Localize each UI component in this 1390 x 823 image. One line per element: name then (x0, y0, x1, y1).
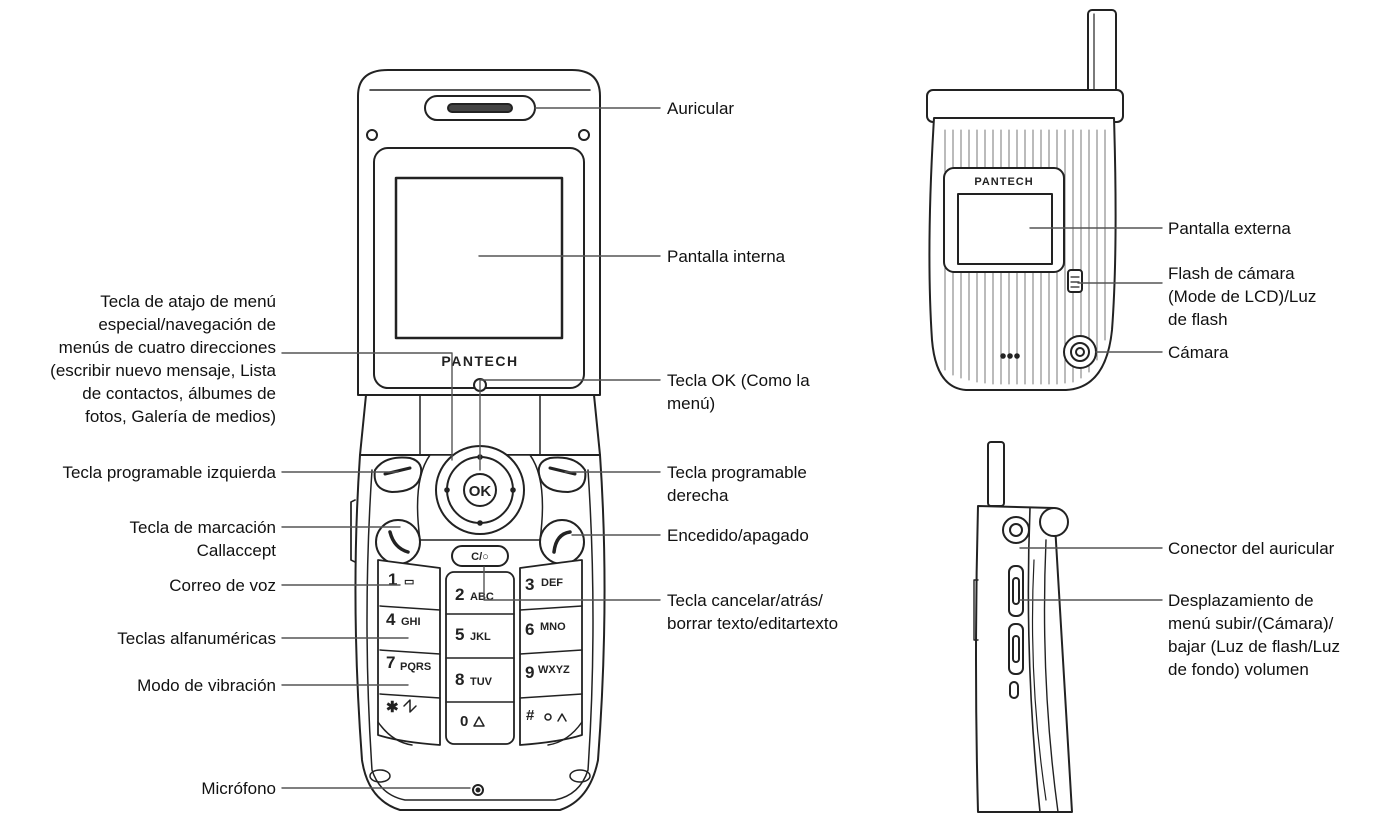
label-vibrate-mode: Modo de vibración (137, 676, 276, 695)
left-soft-key[interactable] (373, 456, 423, 493)
right-soft-key[interactable] (537, 456, 587, 493)
key-4[interactable]: 4 (386, 610, 396, 629)
label-right-soft-key: Tecla programable derecha (667, 463, 807, 505)
key-9[interactable]: 9 (525, 663, 534, 682)
phone-front (350, 69, 606, 811)
key-hash-symbol (557, 713, 567, 722)
volume-key-up[interactable] (1008, 565, 1024, 617)
key-6-letters: MNO (540, 621, 566, 633)
key-icons (403, 699, 567, 727)
key-8[interactable]: 8 (455, 670, 464, 689)
send-icon (388, 530, 410, 554)
key-2[interactable]: 2 (455, 585, 464, 604)
label-send-key: Tecla de marcación Callaccept (129, 518, 276, 560)
leader-lines (281, 107, 1163, 789)
label-camera: Cámara (1168, 343, 1229, 362)
label-power-key: Encedido/apagado (667, 526, 809, 545)
camera-lens (1063, 335, 1097, 369)
antenna-top (1087, 9, 1117, 97)
label-alphanumeric-keys: Teclas alfanuméricas (117, 629, 276, 648)
label-external-screen: Pantalla externa (1168, 219, 1291, 238)
key-0-symbol (473, 716, 485, 727)
key-hash[interactable]: # (526, 707, 535, 724)
volume-key-down[interactable] (1008, 623, 1024, 675)
key-3[interactable]: 3 (525, 575, 534, 594)
label-left-soft-key: Tecla programable izquierda (62, 463, 276, 482)
clear-key-label: C/○ (471, 551, 489, 563)
label-shortcut-nav-key: Tecla de atajo de menú especial/navegaci… (50, 292, 276, 426)
key-3-letters: DEF (541, 577, 563, 589)
label-headset-jack: Conector del auricular (1168, 539, 1335, 558)
key-7[interactable]: 7 (386, 653, 395, 672)
key-5[interactable]: 5 (455, 625, 464, 644)
key-star[interactable]: ✱ (386, 699, 399, 716)
label-inner-screen: Pantalla interna (667, 247, 786, 266)
label-camera-flash: Flash de cámara (Mode de LCD)/Luz de fla… (1168, 264, 1317, 329)
lock-icon (544, 713, 552, 721)
key-7-letters: PQRS (400, 661, 431, 673)
power-icon (552, 530, 572, 554)
phone-side (973, 441, 1073, 813)
label-ok-key: Tecla OK (Como la menú) (667, 371, 810, 413)
key-8-letters: TUV (470, 676, 493, 688)
label-volume-keys: Desplazamiento de menú subir/(Cámara)/ b… (1168, 591, 1340, 679)
key-9-letters: WXYZ (538, 664, 570, 676)
label-voicemail: Correo de voz (169, 576, 276, 595)
vibrate-icon (403, 699, 417, 713)
label-clear-key: Tecla cancelar/atrás/ borrar texto/edita… (667, 591, 839, 633)
voicemail-icon: ▭ (404, 576, 414, 588)
inner-screen (394, 176, 564, 340)
key-5-letters: JKL (470, 631, 491, 643)
phone-back (926, 9, 1124, 391)
brand-logo-front: PANTECH (441, 353, 518, 369)
key-0[interactable]: 0 (460, 713, 468, 730)
key-6[interactable]: 6 (525, 620, 534, 639)
label-earpiece: Auricular (667, 99, 735, 118)
key-1[interactable]: 1 (388, 570, 397, 589)
ok-button[interactable] (463, 473, 497, 507)
key-2-letters: ABC (470, 591, 494, 603)
clear-key[interactable] (451, 545, 509, 567)
camera-flash (1067, 269, 1083, 293)
label-microphone: Micrófono (201, 779, 276, 798)
antenna-side (987, 441, 1005, 507)
headset-jack (1002, 516, 1030, 544)
external-screen (957, 193, 1053, 265)
brand-logo-back: PANTECH (974, 176, 1033, 188)
ok-label: OK (469, 483, 492, 500)
side-knob (1039, 507, 1069, 537)
end-key[interactable] (539, 519, 585, 565)
key-4-letters: GHI (401, 616, 421, 628)
